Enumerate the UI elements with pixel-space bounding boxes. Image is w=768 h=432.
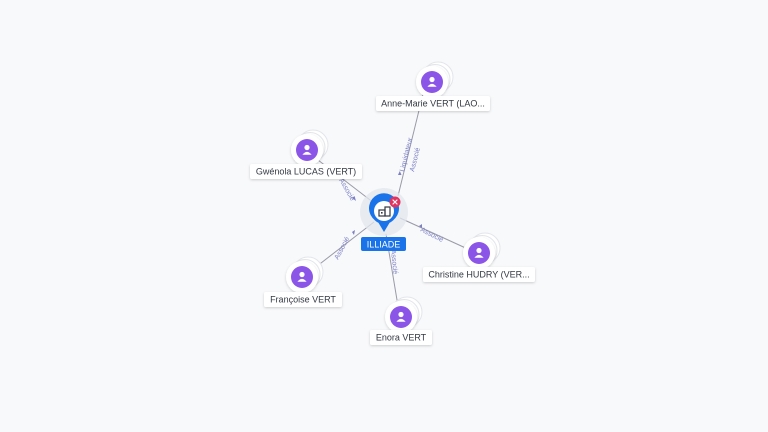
person-label: Enora VERT (376, 333, 427, 343)
person-icon (396, 311, 406, 322)
person-icon (474, 247, 484, 258)
person-label-box (423, 267, 535, 282)
person-label: Anne-Marie VERT (LAO... (381, 99, 485, 109)
person-node-gwenola[interactable]: Gwénola LUCAS (VERT) (250, 129, 362, 179)
person-label-box (376, 96, 490, 111)
person-icon (302, 144, 312, 155)
person-label-box (370, 330, 432, 345)
edge-label-associe: Associé (419, 227, 444, 244)
person-node-christine[interactable]: Christine HUDRY (VER... (423, 232, 535, 282)
edge-label-associe: Associé (334, 236, 352, 261)
person-label: Christine HUDRY (VER... (428, 270, 529, 280)
company-building-icon (378, 206, 391, 217)
company-label: ILLIADE (367, 240, 401, 250)
person-nodes: Anne-Marie VERT (LAO... Gwénola LUCAS (VE… (250, 61, 535, 345)
person-label-box (250, 164, 362, 179)
close-icon[interactable] (389, 196, 401, 208)
edge-christine: Associé (399, 217, 471, 251)
person-icon (427, 76, 437, 87)
person-label-box (264, 292, 342, 307)
edge-label-associe: Associé (337, 178, 355, 203)
person-node-anne-marie[interactable]: Anne-Marie VERT (LAO... (376, 61, 490, 111)
company-node-illiade[interactable]: ILLIADE (360, 188, 408, 251)
person-node-francoise[interactable]: Françoise VERT (264, 256, 342, 307)
person-icon (297, 271, 307, 282)
edge-label-associe: Associé (389, 249, 399, 274)
person-node-enora[interactable]: Enora VERT (370, 296, 432, 345)
person-label: Gwénola LUCAS (VERT) (256, 167, 356, 177)
company-label-box (361, 237, 406, 251)
person-label: Françoise VERT (270, 295, 336, 305)
